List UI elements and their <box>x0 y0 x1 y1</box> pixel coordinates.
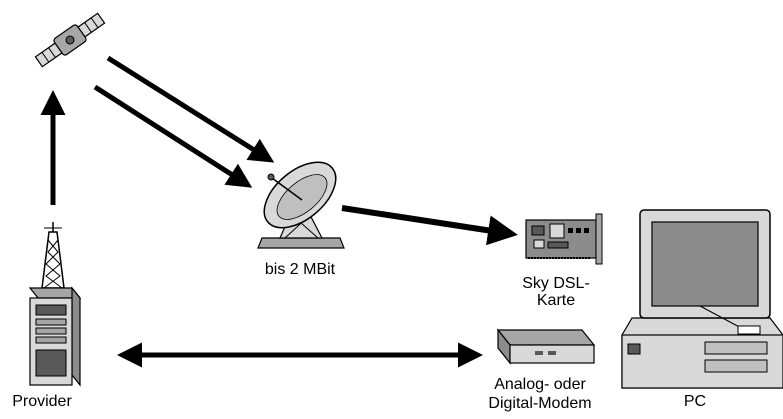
modem-icon <box>496 328 596 365</box>
arrow-dish-to-card <box>341 205 518 246</box>
arrow-satellite-to-dish-1 <box>106 55 275 163</box>
modem-label-line1: Analog- oder <box>494 376 586 393</box>
card-label-line1: Sky DSL- <box>522 275 590 292</box>
dsl-card-icon <box>525 213 603 265</box>
modem-label-line2: Digital-Modem <box>488 395 591 412</box>
provider-server-icon <box>28 286 82 387</box>
arrow-satellite-to-dish-2 <box>93 84 253 188</box>
satellite-icon <box>34 12 106 68</box>
pc-label: PC <box>684 393 706 410</box>
card-label-line2: Karte <box>537 292 575 309</box>
provider-label: Provider <box>12 393 72 410</box>
antenna-tower-icon <box>41 222 65 289</box>
satellite-dish-icon <box>257 161 345 249</box>
pc-icon <box>621 209 783 389</box>
dish-label: bis 2 MBit <box>265 261 336 278</box>
